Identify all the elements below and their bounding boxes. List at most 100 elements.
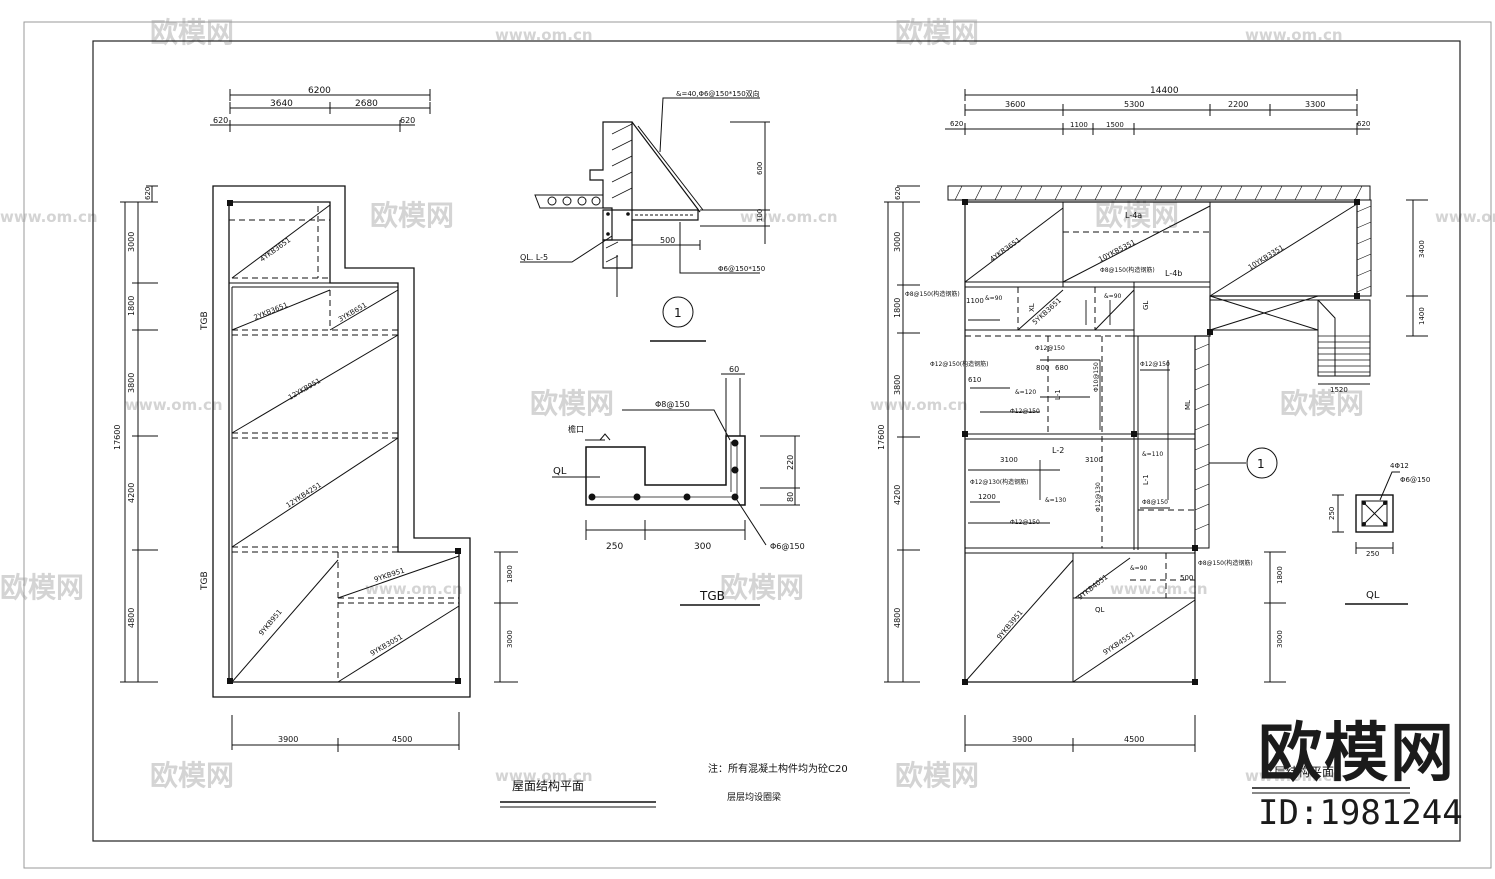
tgb-title: TGB [699, 589, 725, 603]
rebar-note: &=90 [985, 295, 1003, 302]
beam-label-tgb: TGB [200, 571, 210, 591]
rebar-note: Φ12@130 [1095, 482, 1102, 512]
slab-label: 12YKB951 [287, 377, 322, 402]
detail-1-text: &=40,Φ6@150*150双向 600 100 500 Φ6@150*150… [520, 89, 765, 320]
dim-220: 220 [786, 455, 795, 470]
rebar-note: Φ8@150(构造钢筋) [905, 290, 960, 298]
dim-500: 500 [660, 236, 675, 245]
watermark-url: www.om.cn [0, 208, 98, 226]
dim-right-1: 3400 [1418, 240, 1426, 258]
rebar-note: &=130 [1045, 497, 1066, 504]
ql-detail [1332, 471, 1408, 605]
dim-300: 300 [694, 542, 711, 552]
dim-60: 60 [729, 365, 739, 374]
beam-label: L-1 [1054, 389, 1062, 400]
dim-b: 5300 [1124, 100, 1144, 109]
dim-total: 14400 [1150, 86, 1179, 96]
rebar-note: Φ12@150 [1010, 408, 1040, 415]
drawing-border [92, 40, 1461, 842]
beam-label: QL. L-5 [520, 253, 548, 262]
watermark-brand: 欧模网 [0, 571, 84, 604]
floor-plan [884, 89, 1428, 794]
dim-s2: 1500 [1106, 121, 1124, 129]
watermark-url: www.om.cn [495, 26, 593, 44]
rebar-note: Φ12@150 [1010, 519, 1040, 526]
dim-250: 250 [1328, 507, 1336, 520]
watermark-brand: 欧模网 [370, 199, 454, 232]
slab-label: 10YKB5351 [1097, 238, 1137, 263]
dim-bottom-a: 3900 [278, 735, 298, 744]
watermark-brand: 欧模网 [895, 16, 979, 49]
slab-label: 3YKB651 [337, 301, 368, 324]
dim-left-2: 3000 [893, 232, 902, 252]
beam-label-ql: QL [553, 466, 567, 477]
dim-right-4: 3000 [1276, 630, 1284, 648]
watermark-url: www.om.cn [1245, 26, 1343, 44]
general-note: 注：所有混凝土构件均为砼C20 层层均设圈梁 [708, 762, 848, 803]
watermark-brand: 欧模网 [150, 759, 234, 792]
beam-label-tgb: TGB [200, 311, 210, 331]
watermark-url: www.om.cn [495, 767, 593, 785]
rebar-note: Φ8@150(构造钢筋) [1198, 559, 1253, 567]
dim-left-2: 3000 [127, 232, 136, 252]
watermark-brand: 欧模网 [150, 16, 234, 49]
watermark-brand: 欧模网 [1280, 387, 1364, 420]
tgb-detail-text: 60 Φ8@150 檐口 QL 220 80 250 300 Φ6@150 TG… [553, 365, 805, 603]
dim-left-3: 1800 [893, 298, 902, 318]
floor-plan-text: 14400 3600 5300 2200 3300 620 620 1100 1… [877, 86, 1426, 779]
dim-800: 800 [1036, 364, 1049, 372]
ql-title: QL [1366, 590, 1380, 601]
dim-a: 3640 [270, 99, 293, 109]
watermark-url: www.om.cn [365, 580, 463, 598]
rebar-main: 4Φ12 [1390, 462, 1409, 470]
dim-1200: 1200 [978, 493, 996, 501]
rebar-note: Φ8@150 [1142, 499, 1168, 506]
section-mark: 1 [1257, 457, 1265, 471]
rebar-note: &=90 [1104, 293, 1122, 300]
dim-l: 620 [213, 116, 228, 125]
slab-label: 4YKB3651 [258, 236, 292, 264]
slab-label: 4YKB3651 [988, 236, 1022, 264]
detail-note: &=40,Φ6@150*150双向 [676, 89, 760, 98]
slab-label: 9YKB951 [257, 608, 283, 637]
rebar-note: &=120 [1015, 389, 1036, 396]
note-line-1: 注：所有混凝土构件均为砼C20 [708, 762, 848, 775]
slab-label: 9YKB3951 [995, 609, 1024, 642]
dim-250: 250 [606, 542, 623, 552]
model-id: ID:1981244 [1258, 793, 1463, 833]
watermark-url: www.om.cn [125, 396, 223, 414]
dim-right-2: 1400 [1418, 307, 1426, 325]
dim-left-6: 4800 [893, 608, 902, 628]
dim-b: 2680 [355, 99, 378, 109]
roof-plan [120, 89, 656, 808]
dim-500: 500 [1180, 574, 1193, 582]
watermark-brand: 欧模网 [530, 387, 614, 420]
dim-total: 6200 [308, 86, 331, 96]
dim-610: 610 [968, 376, 981, 384]
dim-left-1: 620 [894, 187, 902, 200]
rebar-note: Φ6@150*150 [718, 265, 765, 273]
rebar-note: Φ12@150 [1035, 345, 1065, 352]
roof-plan-title: 屋面结构平面 [512, 778, 584, 793]
beam-label: ML [1184, 400, 1192, 410]
beam-label: QL [1095, 606, 1105, 614]
dim-100: 100 [756, 209, 764, 222]
slab-label: 10YKB3351 [1247, 244, 1285, 272]
dim-s1: 1100 [1070, 121, 1088, 129]
beam-label: XL [1028, 303, 1036, 312]
dim-bottom-b: 4500 [392, 735, 412, 744]
watermark-url: www.om.cn [740, 208, 838, 226]
dim-r: 620 [1357, 120, 1370, 128]
beam-label: L-4b [1165, 269, 1182, 278]
watermark-brand: 欧模网 [895, 759, 979, 792]
rebar-note: &=110 [1142, 451, 1163, 458]
ql-detail-text: 4Φ12 Φ6@150 250 250 QL [1328, 462, 1430, 601]
tgb-detail [552, 373, 800, 606]
watermark-url: www.om.cn [870, 396, 968, 414]
dim-right-2: 3000 [506, 630, 514, 648]
dim-left-3: 1800 [127, 296, 136, 316]
dim-right-1: 1800 [506, 565, 514, 583]
dim-80: 80 [786, 492, 795, 502]
dim-3100b: 3100 [1085, 456, 1103, 464]
